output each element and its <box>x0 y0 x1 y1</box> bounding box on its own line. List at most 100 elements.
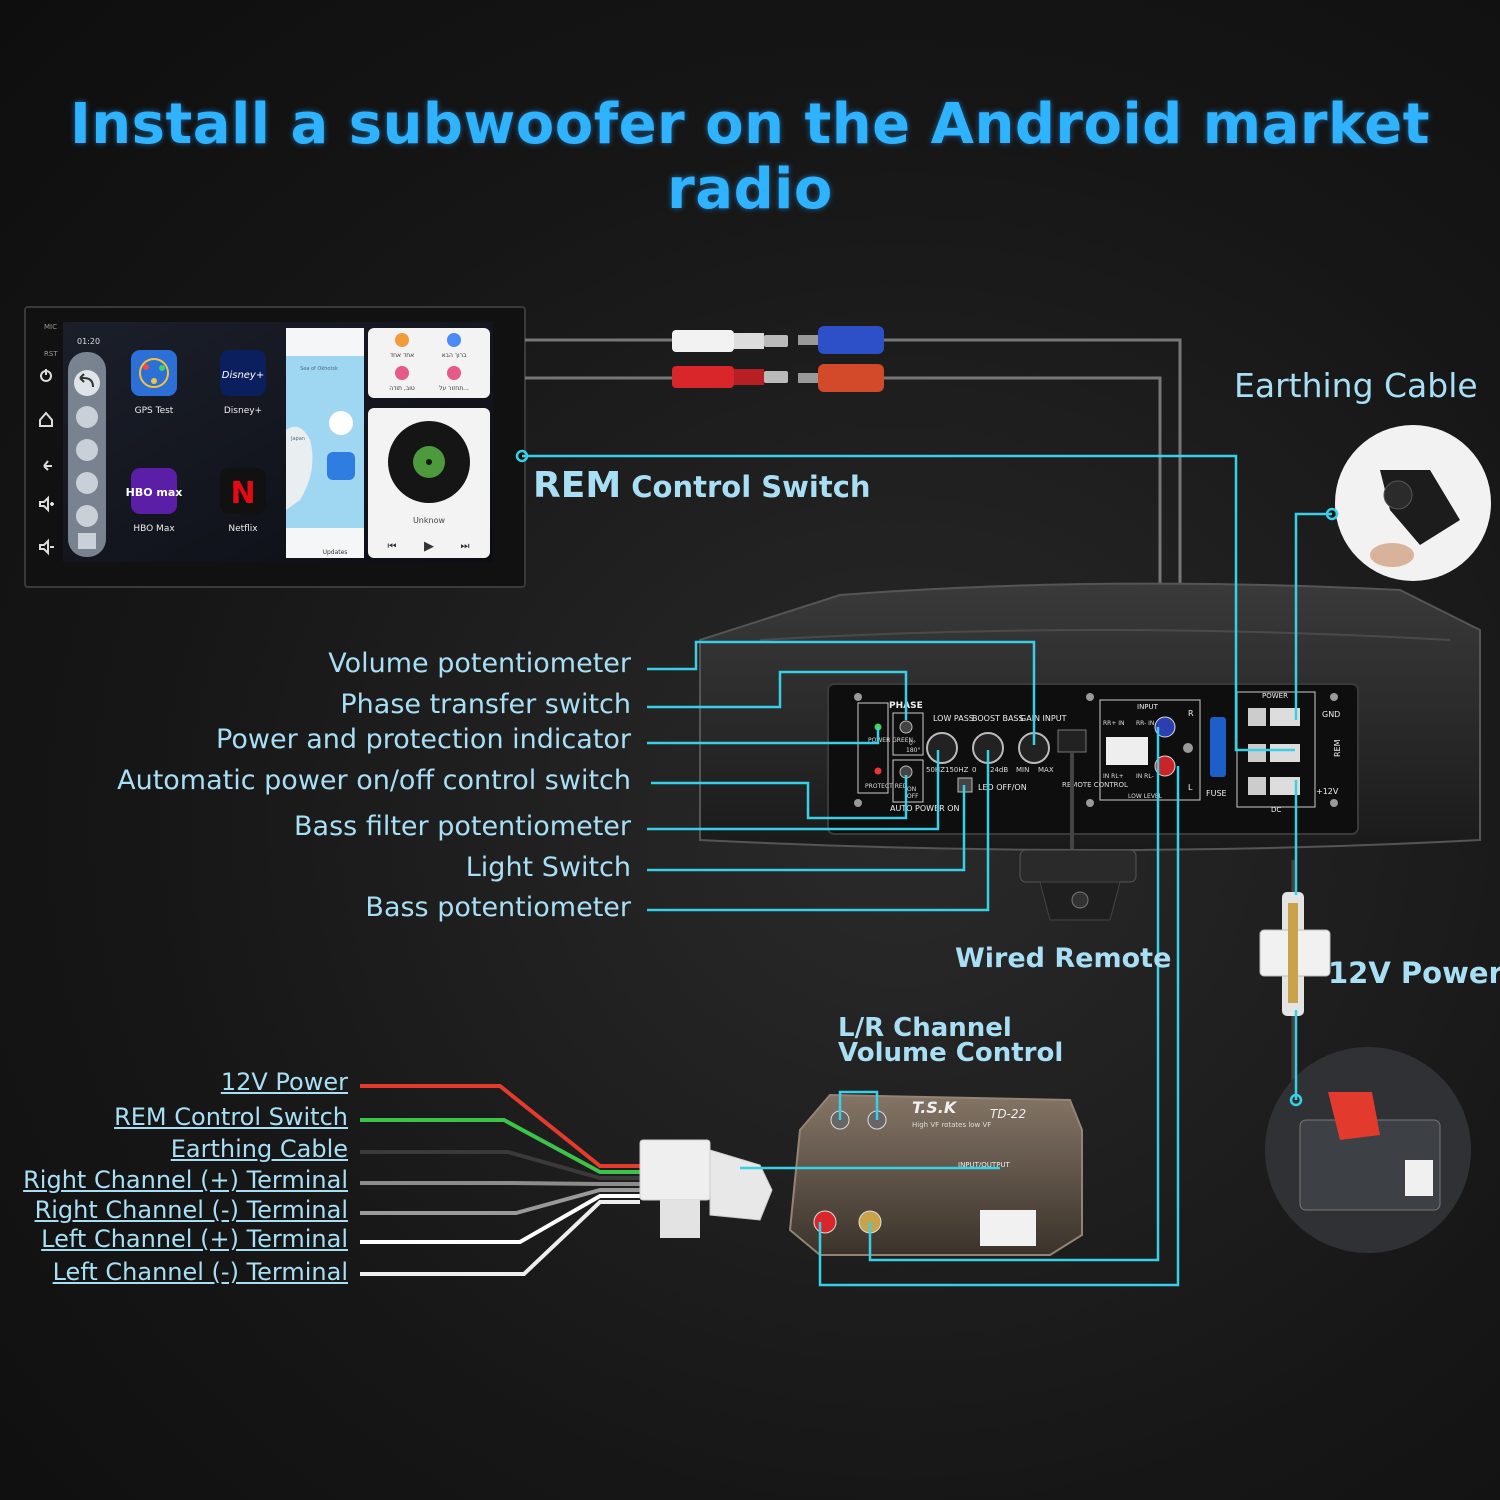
rem-bold: REM <box>533 465 622 506</box>
low-level-input-port[interactable] <box>1106 737 1148 765</box>
svg-text:24dB: 24dB <box>990 766 1008 774</box>
svg-text:תחזור על...: תחזור על... <box>439 385 469 392</box>
subwoofer-box: POWER GREEN PROTECT RED PHASE 0° 180° ON… <box>699 582 1481 851</box>
high-low-converter: T.S.K TD-22 High VF rotates low VF INPUT… <box>788 1093 1083 1256</box>
callout-label: Volume potentiometer <box>328 648 631 679</box>
dock-apps-icon[interactable] <box>78 533 96 549</box>
harness-wire <box>360 1118 640 1174</box>
converter-rca-red[interactable] <box>813 1210 837 1234</box>
svg-text:MIN: MIN <box>1016 766 1029 774</box>
svg-text:טוב, תודה: טוב, תודה <box>389 385 415 392</box>
app-disney-plus[interactable]: Disney+ Disney+ <box>220 350 266 416</box>
rca-blue-jack <box>798 326 884 354</box>
svg-text:IN RL+: IN RL+ <box>1103 773 1124 780</box>
disney-logo: Disney+ <box>222 370 264 381</box>
netflix-logo: N <box>230 476 255 511</box>
svg-text:+12V: +12V <box>1316 787 1339 796</box>
volume-up-icon[interactable] <box>39 495 54 513</box>
callout-label: Bass filter potentiometer <box>294 811 631 842</box>
svg-text:OFF: OFF <box>907 793 919 800</box>
dock-grid-icon[interactable] <box>76 406 98 428</box>
wire-label: 12V Power <box>220 1068 348 1096</box>
volume-down-icon[interactable] <box>39 538 54 556</box>
earthing-cable-photo <box>1335 425 1491 581</box>
home-icon[interactable] <box>39 411 53 427</box>
phase-switch[interactable] <box>899 720 913 734</box>
rem-rest: Control Switch <box>631 470 871 504</box>
callout-label: Automatic power on/off control switch <box>117 765 631 796</box>
clock-text: 01:20 <box>77 337 100 346</box>
input-section <box>1099 699 1201 801</box>
rca-red-jack <box>798 364 884 392</box>
head-unit: MIC RST 01:20 <box>24 306 526 588</box>
next-track-icon[interactable]: ⏭ <box>461 541 470 552</box>
map-japan-label: Japan <box>290 436 305 442</box>
converter-plug-port[interactable] <box>980 1210 1036 1246</box>
svg-text:ON: ON <box>907 786 916 793</box>
harness-wire <box>360 1188 640 1215</box>
wired-remote-label: Wired Remote <box>955 943 1172 974</box>
map-navigate-icon[interactable] <box>327 452 355 480</box>
svg-text:150HZ: 150HZ <box>945 766 969 774</box>
power-icon[interactable] <box>40 369 52 382</box>
svg-text:MAX: MAX <box>1038 766 1054 774</box>
app-netflix[interactable]: N Netflix <box>220 468 266 534</box>
app-gps-test[interactable]: GPS Test <box>131 350 177 416</box>
fuse <box>1210 717 1226 777</box>
svg-text:POWER GREEN: POWER GREEN <box>868 737 913 744</box>
play-icon[interactable]: ▶ <box>424 539 434 554</box>
prev-track-icon[interactable]: ⏮ <box>388 541 397 552</box>
svg-text:ברוך הבא: ברוך הבא <box>441 352 467 359</box>
lr-line-2: Volume Control <box>838 1038 1064 1068</box>
rst-label: RST <box>44 350 58 358</box>
svg-text:R: R <box>1188 709 1194 718</box>
harness-wire <box>360 1084 640 1168</box>
harness-wire <box>360 1200 640 1276</box>
harness-wire <box>360 1181 640 1186</box>
app-label: Disney+ <box>224 406 262 416</box>
dock-back-icon[interactable] <box>74 370 100 396</box>
svg-text:L: L <box>1188 783 1193 792</box>
map-locate-icon[interactable] <box>329 411 353 435</box>
svg-text:INPUT: INPUT <box>1137 703 1159 711</box>
contacts-card[interactable]: אחד אחד ברוך הבא טוב, תודה תחזור על... <box>368 328 490 398</box>
callout-lines <box>522 454 1332 1287</box>
map-sea-label: Sea of Okhotsk <box>300 366 338 372</box>
dock-voice-icon[interactable] <box>76 439 98 461</box>
lr-line-1: L/R Channel <box>838 1013 1012 1043</box>
rca-input-right[interactable] <box>1154 716 1176 738</box>
earthing-cable-label: Earthing Cable <box>1234 366 1478 405</box>
svg-text:FUSE: FUSE <box>1206 789 1227 798</box>
media-card[interactable]: Unknow ⏮ ▶ ⏭ <box>368 408 490 558</box>
rca-input-left[interactable] <box>1154 755 1176 777</box>
low-pass-knob[interactable] <box>926 732 958 764</box>
lr-volume-label: L/R Channel Volume Control <box>838 1013 1064 1068</box>
rca-white-plug <box>672 330 788 352</box>
svg-text:180°: 180° <box>906 747 920 754</box>
svg-text:50HZ: 50HZ <box>926 766 945 774</box>
dock-home-icon[interactable] <box>76 505 98 527</box>
svg-text:LOW LEVEL: LOW LEVEL <box>1128 793 1163 800</box>
svg-text:REM: REM <box>1333 739 1342 757</box>
svg-text:REMOTE CONTROL: REMOTE CONTROL <box>1062 781 1128 789</box>
harness-wires <box>360 1084 640 1276</box>
app-hbo-max[interactable]: HBO max HBO Max <box>126 468 183 534</box>
app-label: GPS Test <box>135 406 174 416</box>
dock-car-icon[interactable] <box>76 472 98 494</box>
svg-text:LOW PASS: LOW PASS <box>933 714 974 723</box>
car-battery-photo <box>1265 1047 1471 1253</box>
svg-text:RR- IN: RR- IN <box>1136 720 1154 727</box>
callout-dots <box>515 449 1339 1107</box>
wire-label: Left Channel (-) Terminal <box>52 1258 348 1286</box>
svg-text:0: 0 <box>972 766 976 774</box>
media-title: Unknow <box>413 516 446 525</box>
power-12v-label: 12V Power <box>1328 956 1500 990</box>
wire-label: Earthing Cable <box>170 1135 348 1163</box>
harness-plug <box>639 1139 773 1238</box>
svg-text:BOOST BASS: BOOST BASS <box>972 714 1024 723</box>
converter-model: TD-22 <box>990 1107 1026 1121</box>
map-card[interactable]: Sea of Okhotsk Japan Updates <box>286 328 364 558</box>
back-icon[interactable] <box>43 460 52 471</box>
